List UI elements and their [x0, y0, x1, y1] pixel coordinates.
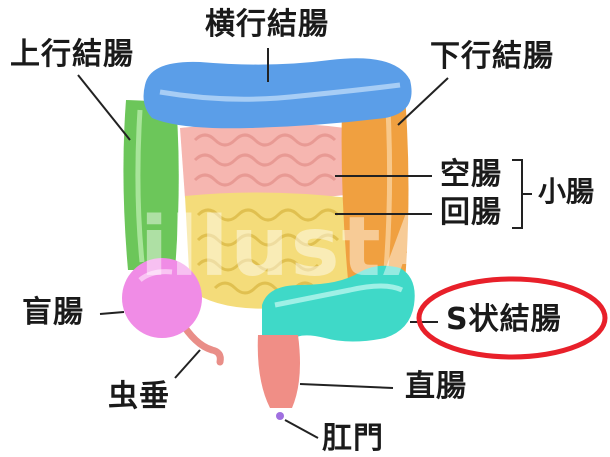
rectum-shape — [258, 335, 300, 408]
label-transverse-colon: 横行結腸 — [205, 10, 329, 40]
label-sigmoid-colon: S状結腸 — [446, 305, 562, 335]
anus-shape — [276, 412, 284, 420]
label-cecum: 盲腸 — [22, 298, 84, 328]
label-anus: 肛門 — [322, 424, 384, 454]
leader-anus — [285, 420, 318, 438]
label-ascending-colon: 上行結腸 — [10, 40, 134, 70]
leader-rectum — [300, 384, 393, 388]
label-small-intestine: 小腸 — [538, 178, 594, 206]
label-appendix: 虫垂 — [108, 382, 170, 412]
label-jejunum: 空腸 — [440, 160, 502, 190]
jejunum-shape — [180, 123, 345, 201]
label-ileum: 回腸 — [440, 198, 502, 228]
leader-ascending — [78, 75, 130, 140]
label-rectum: 直腸 — [405, 372, 467, 402]
small-intestine-bracket — [512, 160, 532, 228]
leader-cecum — [100, 312, 124, 314]
leader-appendix — [175, 350, 200, 378]
label-descending-colon: 下行結腸 — [430, 42, 554, 72]
